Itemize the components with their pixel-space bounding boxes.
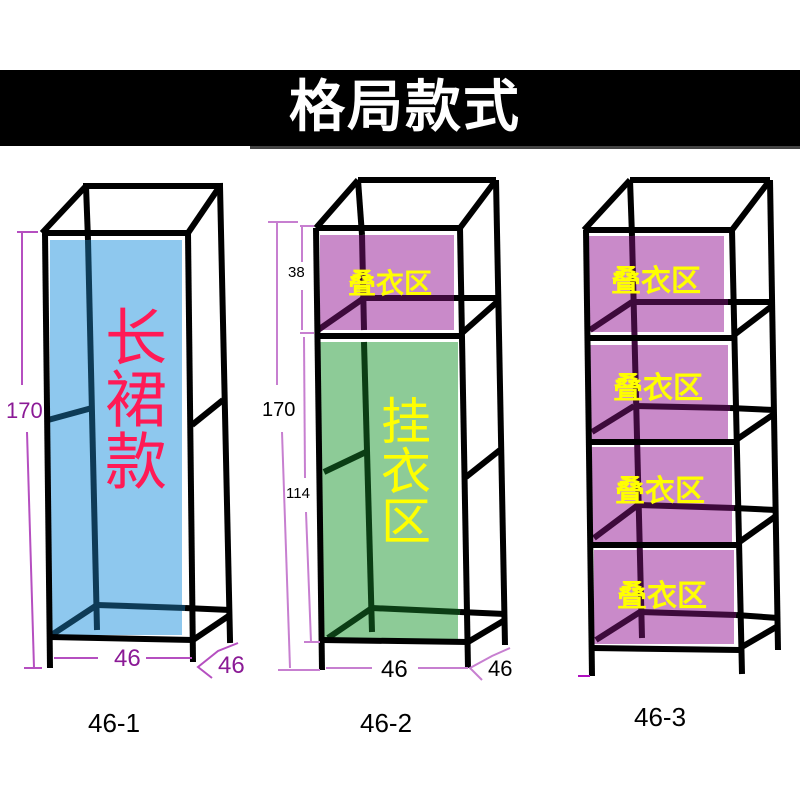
dim-height-46-2: 170 [262, 399, 296, 421]
dim-width-46-2: 46 [381, 656, 408, 683]
rack-46-3 [578, 177, 781, 677]
title-underline [250, 146, 800, 149]
dim-height-46-1: 170 [6, 398, 43, 423]
zone-label-hang: 挂衣区 [373, 395, 431, 545]
caption-46-1: 46-1 [88, 708, 141, 738]
dim-width-46-1: 46 [114, 645, 141, 672]
dim-bottom-section-46-2: 114 [286, 485, 310, 502]
zone-label-fold-3: 叠衣区 [615, 474, 705, 509]
title-banner [0, 70, 800, 146]
fold-zone-3 [592, 447, 732, 545]
hang-zone [320, 342, 458, 640]
fold-zone-2 [590, 345, 728, 443]
rack-46-1 [17, 182, 239, 679]
caption-46-2: 46-2 [360, 708, 413, 738]
caption-46-3: 46-3 [634, 702, 687, 732]
dim-depth-46-1: 46 [218, 652, 245, 679]
zone-label-fold-4: 叠衣区 [617, 579, 707, 614]
page-title: 格局款式 [289, 75, 521, 140]
zone-label-fold-2: 叠衣区 [613, 371, 703, 406]
zone-label-long-dress: 长裙款 [94, 305, 167, 491]
long-dress-zone [50, 240, 182, 635]
dim-top-section-46-2: 38 [288, 264, 305, 281]
zone-label-fold: 叠衣区 [347, 267, 432, 300]
rack-46-2 [268, 177, 511, 681]
dim-depth-46-2: 46 [488, 656, 513, 681]
zone-label-fold-1: 叠衣区 [611, 264, 701, 299]
